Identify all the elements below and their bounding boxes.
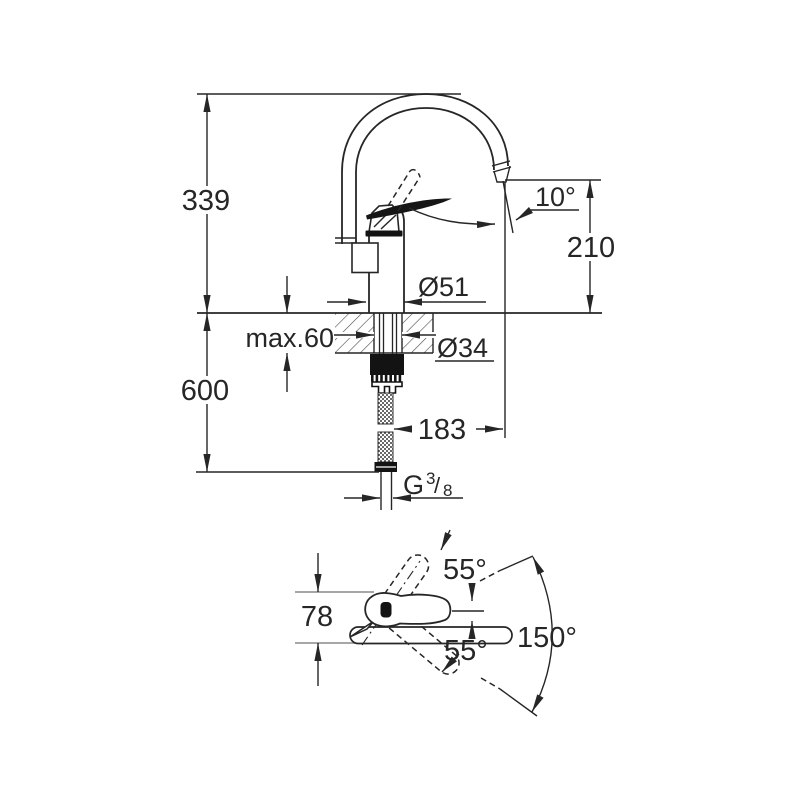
dim-handle-depth: 78	[301, 553, 333, 686]
cartridge-base-band	[365, 230, 403, 237]
dim-10deg-label: 10°	[535, 182, 576, 212]
aerator-nozzle	[493, 165, 511, 183]
dim-55deg-lower-label: 55°	[444, 635, 488, 667]
dim-600-label: 600	[181, 375, 229, 407]
plan-view: 78 150° 55°	[295, 529, 577, 717]
thread-denominator: 8	[443, 481, 452, 500]
aerator-band-top	[491, 160, 511, 167]
thread-slash: /	[434, 473, 441, 498]
mounting-nut	[370, 354, 404, 394]
dim-handle-swing-lower: 55°	[441, 635, 488, 673]
dim-thread-size: G 3 / 8	[344, 469, 463, 502]
dim-183-label: 183	[418, 414, 466, 446]
dim-base-diameter: Ø51	[327, 272, 486, 306]
dim-hole-diameter: Ø34	[334, 331, 494, 363]
cartridge-detail-line-2	[380, 214, 397, 230]
dim-spout-reach: 183	[394, 182, 506, 446]
dim-210-label: 210	[567, 232, 615, 264]
handle-tail-point	[349, 620, 375, 638]
front-view: 339 600 max.60 Ø51 Ø34	[179, 93, 618, 510]
flexible-hose	[374, 392, 397, 510]
lever-handle-side	[366, 198, 452, 220]
dim-339-label: 339	[182, 185, 230, 217]
dim-overall-height: 339	[180, 93, 461, 313]
handle-centerline	[361, 560, 421, 646]
thread-numerator: 3	[426, 469, 435, 488]
lever-raised-dashed	[387, 168, 421, 212]
dim-below-deck: 600	[179, 313, 379, 473]
dim-handle-swing-upper: 55°	[440, 529, 487, 586]
dim-max60-label: max.60	[245, 323, 334, 353]
threaded-shank	[378, 313, 398, 354]
dim-deck-thickness: max.60	[236, 276, 335, 392]
thread-prefix: G	[403, 470, 424, 500]
dim-spout-height: 210	[505, 179, 618, 313]
dim-d51-label: Ø51	[418, 272, 469, 302]
dim-55deg-upper-label: 55°	[443, 554, 487, 586]
handle-axis-dimension	[452, 583, 484, 639]
spout-outer-curve	[341, 93, 509, 244]
spout-inner-curve	[355, 107, 495, 243]
dim-d34-label: Ø34	[437, 333, 488, 363]
body-side-block	[351, 242, 379, 274]
dim-150deg-label: 150°	[517, 622, 577, 654]
handle-pivot-dot	[380, 602, 392, 618]
aerator-band-bottom	[492, 166, 512, 173]
dim-78-label: 78	[301, 601, 333, 633]
faucet-body	[335, 93, 512, 313]
spout-swivel-arc: 150°	[479, 555, 577, 717]
horseshoe-washer	[371, 381, 403, 394]
handle-top-view	[364, 592, 452, 628]
dim-spout-angle: 10°	[408, 180, 579, 234]
